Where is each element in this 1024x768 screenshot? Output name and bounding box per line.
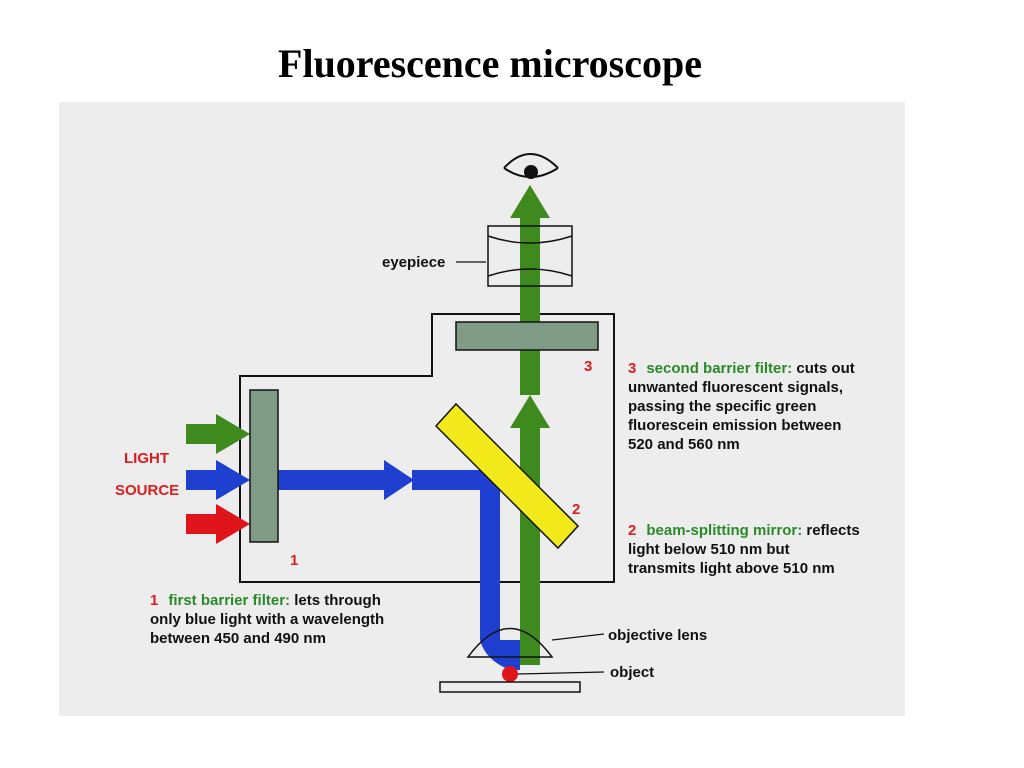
note-second-barrier-filter: 3 second barrier filter: cuts out unwante… xyxy=(628,359,855,454)
note-1-line1: lets through xyxy=(294,592,381,609)
blue-beam xyxy=(278,460,500,640)
note-2-line1: reflects xyxy=(806,522,860,539)
note-3-number: 3 xyxy=(628,360,637,377)
filter-3-number: 3 xyxy=(584,358,592,375)
page-title: Fluorescence microscope xyxy=(278,41,702,86)
note-1-title: first barrier filter: xyxy=(168,592,291,609)
beam-splitting-mirror xyxy=(434,402,580,550)
mirror-2-number: 2 xyxy=(572,501,580,518)
note-3-line1: cuts out xyxy=(796,360,855,377)
note-3-line5: 520 and 560 nm xyxy=(628,436,740,453)
objective-lens-leader xyxy=(551,633,605,641)
note-1-number: 1 xyxy=(150,592,159,609)
filter-1-number: 1 xyxy=(290,552,298,569)
note-3-line4: fluorescein emission between xyxy=(628,417,842,434)
object-dot xyxy=(502,666,518,682)
blue-beam-focus xyxy=(480,640,520,670)
red-light-arrow xyxy=(186,504,250,544)
object-label: object xyxy=(610,664,654,681)
note-1-line3: between 450 and 490 nm xyxy=(150,630,326,647)
note-first-barrier-filter: 1 first barrier filter: lets through only… xyxy=(150,591,384,648)
stage xyxy=(439,681,581,693)
note-beam-splitting-mirror: 2 beam-splitting mirror: reflects light b… xyxy=(628,521,860,578)
note-2-number: 2 xyxy=(628,522,637,539)
eyepiece xyxy=(487,225,573,287)
objective-lens-label: objective lens xyxy=(608,627,707,644)
blue-light-arrow xyxy=(186,460,250,500)
note-2-line3: transmits light above 510 nm xyxy=(628,560,835,577)
note-1-line2: only blue light with a wavelength xyxy=(150,611,385,628)
objective-lens xyxy=(466,627,554,658)
green-beam xyxy=(510,185,550,665)
eyepiece-label: eyepiece xyxy=(382,254,445,271)
note-3-title: second barrier filter: xyxy=(646,360,793,377)
light-label: LIGHT xyxy=(124,450,169,467)
first-barrier-filter xyxy=(249,389,279,543)
note-3-line3: passing the specific green xyxy=(628,398,817,415)
object-leader xyxy=(517,671,605,675)
eye-icon xyxy=(503,153,559,179)
note-2-title: beam-splitting mirror: xyxy=(646,522,803,539)
source-label: SOURCE xyxy=(115,482,179,499)
note-3-line2: unwanted fluorescent signals, xyxy=(628,379,844,396)
second-barrier-filter xyxy=(455,321,599,351)
green-light-arrow xyxy=(186,414,250,454)
note-2-line2: light below 510 nm but xyxy=(628,541,790,558)
microscope-housing xyxy=(239,313,615,583)
